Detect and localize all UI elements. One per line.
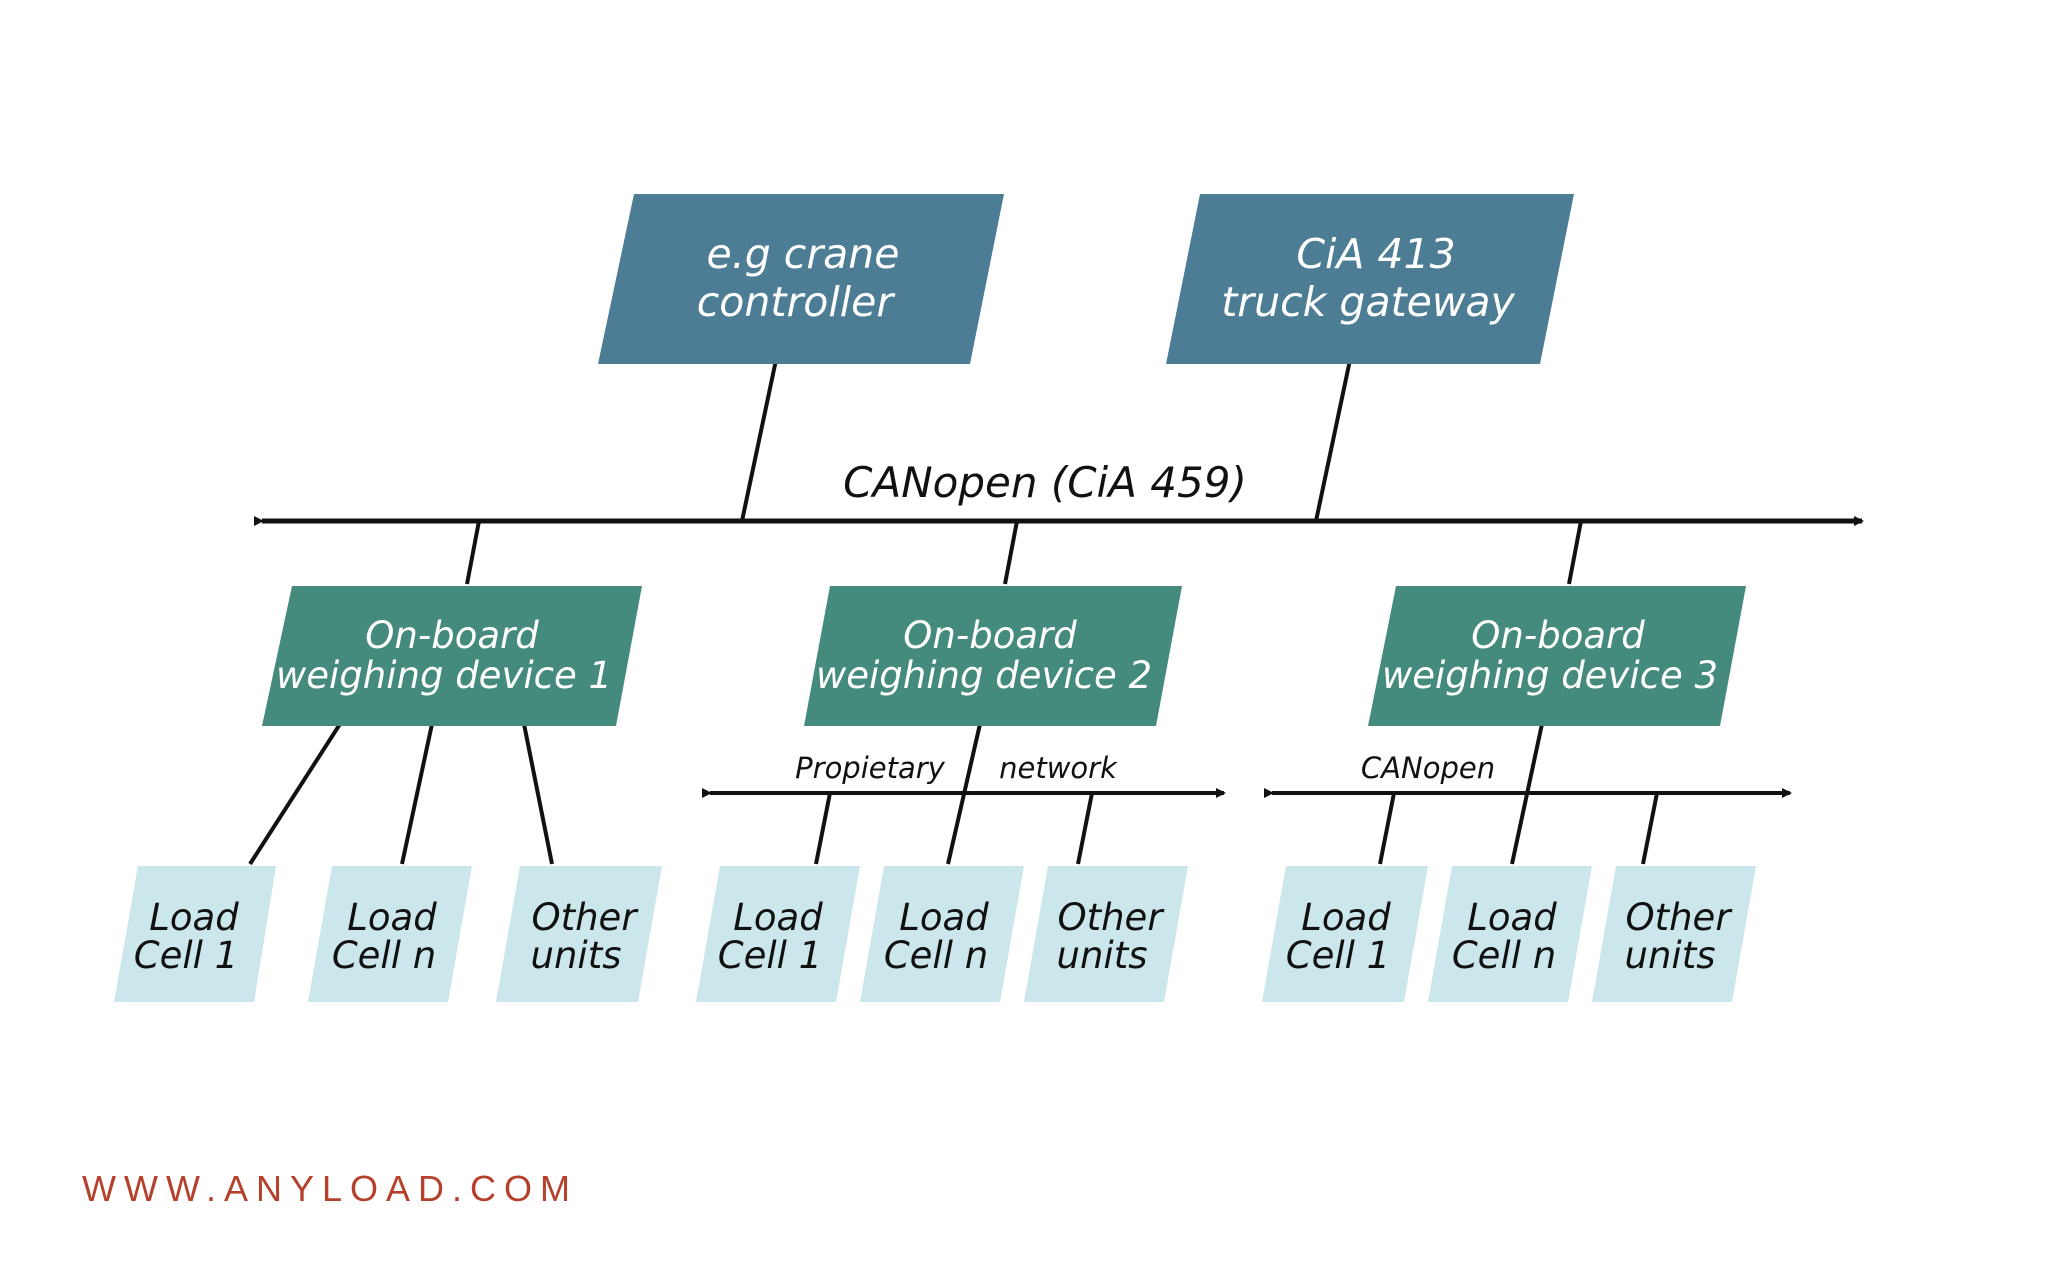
leaf-label-line2: units xyxy=(1625,934,1716,977)
leaf-label-line2: Cell 1 xyxy=(1286,934,1390,977)
weighing-device-1-shape xyxy=(262,586,642,726)
leaf-shape xyxy=(860,866,1024,1002)
leaf-shape xyxy=(114,866,276,1002)
weighing-device-2-shape xyxy=(804,586,1182,726)
leaf-shape xyxy=(1592,866,1756,1002)
weighing-device-3-box: On-board weighing device 3 xyxy=(1368,586,1746,726)
leaf-label-line2: units xyxy=(1057,934,1148,977)
connector-subbus-1-to-leaf-4 xyxy=(814,792,832,865)
sub-bus-proprietary-label-left: Propietary xyxy=(795,751,946,785)
weighing-device-2-label-line1: On-board xyxy=(903,614,1077,657)
connector-device-1-to-leaf-3 xyxy=(522,723,554,865)
truck-gateway-box: CiA 413 truck gateway xyxy=(1166,194,1574,364)
crane-controller-label-line2: controller xyxy=(697,278,896,326)
leaf-label-line1: Other xyxy=(1057,896,1165,939)
leaf-label-line2: Cell n xyxy=(1452,934,1556,977)
connector-subbus-2-to-leaf-9 xyxy=(1641,792,1659,865)
leaf-label-line1: Load xyxy=(149,896,239,939)
connector-gateway-to-bus xyxy=(1314,359,1352,522)
leaf-label-line2: Cell n xyxy=(332,934,436,977)
leaf-load-cell-n-device-2: Load Cell n xyxy=(860,866,1024,1002)
truck-gateway-label-line1: CiA 413 xyxy=(1296,230,1455,278)
leaf-label-line1: Load xyxy=(1301,896,1391,939)
leaf-label-line1: Load xyxy=(733,896,823,939)
connector-subbus-2-to-leaf-7 xyxy=(1378,792,1396,865)
leaf-load-cell-n-device-3: Load Cell n xyxy=(1428,866,1592,1002)
leaf-shape xyxy=(1262,866,1428,1002)
leaf-label-line1: Load xyxy=(899,896,989,939)
leaf-load-cell-1-device-3: Load Cell 1 xyxy=(1262,866,1428,1002)
leaf-label-line1: Other xyxy=(1625,896,1733,939)
connector-bus-to-device-1 xyxy=(465,520,481,585)
leaf-label-line2: Cell 1 xyxy=(134,934,238,977)
leaf-other-units-device-2: Other units xyxy=(1024,866,1188,1002)
weighing-device-3-label-line2: weighing device 3 xyxy=(1382,654,1718,697)
crane-controller-box: e.g crane controller xyxy=(598,194,1004,364)
truck-gateway-label-line2: truck gateway xyxy=(1221,278,1515,326)
connector-device-1-to-leaf-1 xyxy=(248,722,342,866)
sub-bus-canopen-label: CANopen xyxy=(1361,751,1495,785)
truck-gateway-shape xyxy=(1166,194,1574,364)
connector-device-1-to-leaf-2 xyxy=(400,723,434,865)
leaf-shape xyxy=(696,866,860,1002)
connector-crane-to-bus xyxy=(740,359,778,522)
leaf-shape xyxy=(496,866,662,1002)
weighing-device-1-label-line1: On-board xyxy=(365,614,539,657)
weighing-device-3-shape xyxy=(1368,586,1746,726)
leaf-other-units-device-3: Other units xyxy=(1592,866,1756,1002)
main-bus-label: CANopen (CiA 459) xyxy=(843,458,1247,507)
crane-controller-shape xyxy=(598,194,1004,364)
weighing-device-1-box: On-board weighing device 1 xyxy=(262,586,642,726)
leaf-label-line2: Cell n xyxy=(884,934,988,977)
leaf-label-line1: Load xyxy=(347,896,437,939)
leaf-load-cell-n-device-1: Load Cell n xyxy=(308,866,472,1002)
leaf-shape xyxy=(1024,866,1188,1002)
leaf-label-line2: Cell 1 xyxy=(718,934,822,977)
connector-bus-to-device-2 xyxy=(1003,520,1019,585)
crane-controller-label-line1: e.g crane xyxy=(706,230,899,278)
leaf-other-units-device-1: Other units xyxy=(496,866,662,1002)
leaf-label-line2: units xyxy=(531,934,622,977)
connector-bus-to-device-3 xyxy=(1567,520,1583,585)
weighing-device-2-label-line2: weighing device 2 xyxy=(816,654,1152,697)
sub-bus-proprietary-label-right: network xyxy=(999,751,1118,785)
connector-lines xyxy=(248,359,1659,866)
weighing-device-3-label-line1: On-board xyxy=(1471,614,1645,657)
leaf-load-cell-1-device-2: Load Cell 1 xyxy=(696,866,860,1002)
website-footer: WWW.ANYLOAD.COM xyxy=(82,1168,578,1209)
leaf-shape xyxy=(308,866,472,1002)
weighing-device-1-label-line2: weighing device 1 xyxy=(276,654,612,697)
leaf-shape xyxy=(1428,866,1592,1002)
leaf-label-line1: Load xyxy=(1467,896,1557,939)
leaf-label-line1: Other xyxy=(531,896,639,939)
connector-subbus-1-to-leaf-6 xyxy=(1076,792,1094,865)
leaf-load-cell-1-device-1: Load Cell 1 xyxy=(114,866,276,1002)
weighing-device-2-box: On-board weighing device 2 xyxy=(804,586,1182,726)
